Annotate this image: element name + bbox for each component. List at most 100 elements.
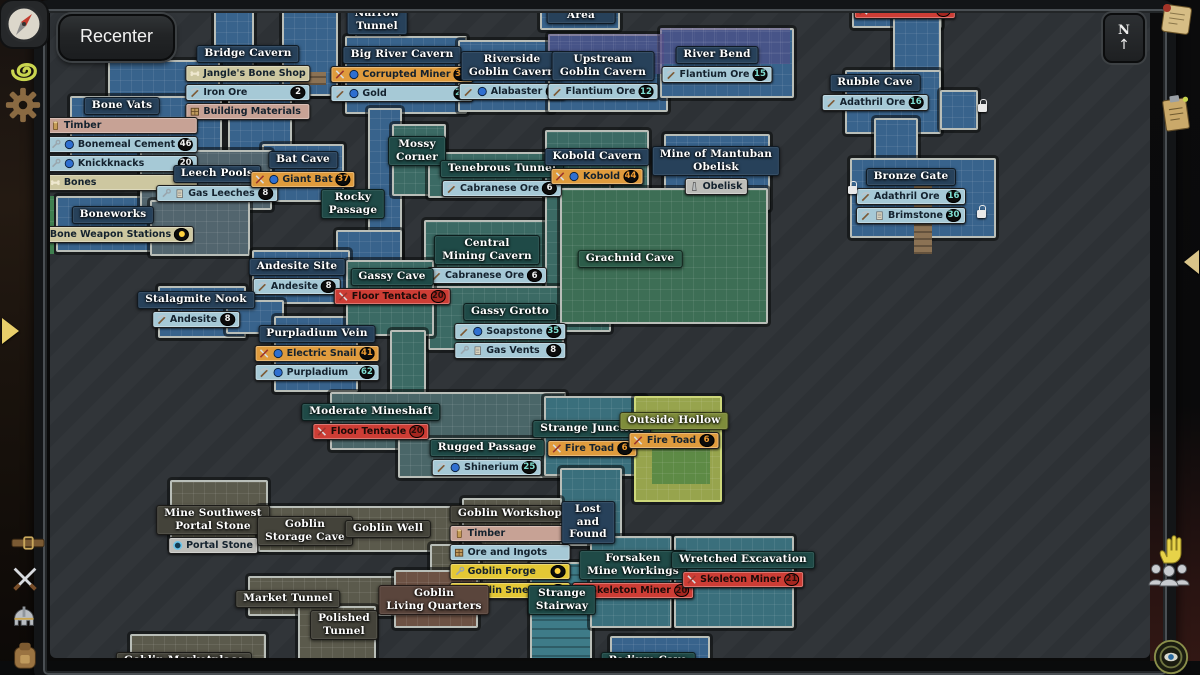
resource-pill-goblin-forge[interactable]: Goblin Forge xyxy=(449,562,571,580)
region-grachnid-cave[interactable]: Grachnid Cave xyxy=(577,250,683,268)
gear-icon[interactable] xyxy=(4,86,42,128)
compass-icon[interactable] xyxy=(1,1,47,47)
group-icon[interactable] xyxy=(1146,560,1192,592)
region-goblin-well[interactable]: Goblin Well xyxy=(344,520,432,538)
collapse-arrow-icon[interactable] xyxy=(1184,250,1199,274)
resource-pill-jangle-s-bone-shop[interactable]: Jangle's Bone Shop xyxy=(185,64,311,82)
resource-pill-ore-and-ingots[interactable]: Ore and Ingots xyxy=(449,543,571,561)
region-sleeping-area[interactable]: SleepingArea xyxy=(546,8,616,25)
region-goblin-marketplace[interactable]: Goblin Marketplace xyxy=(115,652,253,658)
recenter-button[interactable]: Recenter xyxy=(58,14,176,61)
resource-pill-portal-stone[interactable]: Portal Stone xyxy=(168,537,258,555)
resource-pill-corrupted-miner[interactable]: Corrupted Miner35 xyxy=(330,65,474,83)
count-badge: 35 xyxy=(545,324,561,338)
count-badge: 6 xyxy=(699,433,715,447)
clipboard-icon[interactable] xyxy=(1160,94,1194,138)
resource-pill-obelisk[interactable]: Obelisk xyxy=(684,178,748,196)
resource-pill-timber[interactable]: Timber xyxy=(50,116,199,134)
resource-pill-bone-weapon-stations[interactable]: Bone Weapon Stations xyxy=(50,225,195,243)
resource-pill-building-materials[interactable]: Building Materials xyxy=(185,102,311,120)
swords-icon[interactable] xyxy=(8,562,42,600)
count-badge: 25 xyxy=(521,460,537,474)
expand-arrow-icon[interactable] xyxy=(2,318,19,344)
backpack-icon[interactable] xyxy=(8,638,42,675)
resource-pill-timber[interactable]: Timber xyxy=(449,524,571,542)
region-podium-cave[interactable]: Podium Cave xyxy=(600,652,696,658)
region-name: Wretched Excavation xyxy=(671,551,815,569)
belt-icon[interactable] xyxy=(11,533,45,557)
helmet-icon[interactable] xyxy=(6,598,42,636)
region-market-tunnel[interactable]: Market Tunnel xyxy=(235,590,341,608)
compass-indicator[interactable]: N ↑ xyxy=(1103,13,1145,63)
spiral-icon[interactable] xyxy=(7,54,41,92)
eye-icon[interactable] xyxy=(1152,638,1190,675)
scroll-icon[interactable] xyxy=(1156,2,1198,42)
resource-pill-gold[interactable]: Gold25 xyxy=(330,84,474,102)
count-badge: 8 xyxy=(220,312,236,326)
